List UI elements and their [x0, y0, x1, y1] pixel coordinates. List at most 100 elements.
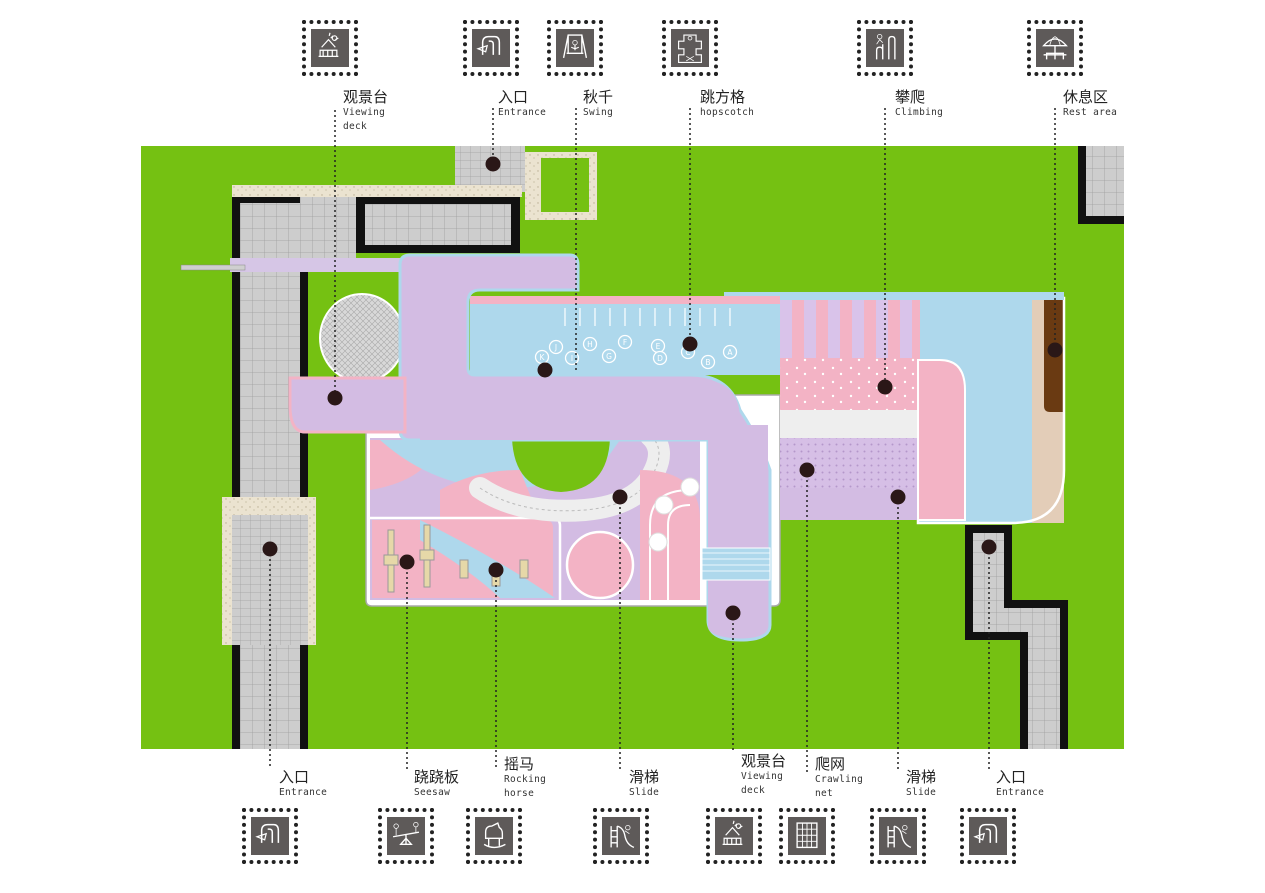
callout-label-en: Seesaw — [414, 787, 451, 798]
seesaw-icon — [387, 817, 425, 855]
hopscotch-letter: E — [656, 342, 661, 351]
left-walkway — [240, 203, 300, 749]
callout-label-en: Swing — [583, 107, 614, 118]
viewing-deck-icon — [311, 29, 349, 67]
marker-dots — [262, 156, 1063, 621]
hopscotch-ticks — [564, 308, 731, 326]
swing-icon — [556, 29, 594, 67]
callout-label-cn: 滑梯 — [906, 768, 937, 786]
hopscotch-letter: C — [685, 348, 690, 357]
hopscotch-circle — [722, 344, 738, 360]
hopscotch-letter: G — [606, 352, 612, 361]
hopscotch-letter: K — [540, 353, 546, 362]
callout-icon-box — [547, 20, 603, 76]
hopscotch-circle — [652, 350, 668, 366]
hopscotch-letter: B — [705, 358, 710, 367]
callout-label-en: net — [815, 788, 834, 799]
callout-icon-box — [466, 808, 522, 864]
callout-label-cn: 滑梯 — [629, 768, 660, 786]
slide-icon — [602, 817, 640, 855]
callout-icon-box — [302, 20, 358, 76]
climbing-icon — [866, 29, 904, 67]
callout-label-en: deck — [741, 785, 766, 796]
crawling-net-icon — [788, 817, 826, 855]
callout-label-en: Crawling — [815, 774, 864, 785]
hopscotch-letter: I — [571, 354, 573, 363]
callout-label-en: Slide — [906, 787, 937, 798]
callout-label-cn: 攀爬 — [895, 88, 926, 106]
callout-label-en: Entrance — [279, 787, 328, 798]
entrance-icon — [472, 29, 510, 67]
callout-icon-box — [593, 808, 649, 864]
callout-label-cn: 跷跷板 — [414, 768, 460, 786]
hopscotch-icon — [671, 29, 709, 67]
callout-icon-box — [870, 808, 926, 864]
hopscotch-letter: H — [587, 340, 593, 349]
entrance-icon — [251, 817, 289, 855]
callout-label-en: hopscotch — [700, 107, 755, 118]
rest-area-icon — [1036, 29, 1074, 67]
climbing-pad — [780, 358, 920, 410]
right-walkway — [973, 533, 1060, 749]
callout-label-en: Entrance — [996, 787, 1045, 798]
callout-icon-box — [960, 808, 1016, 864]
hopscotch-circle — [617, 334, 633, 350]
hopscotch-circle — [700, 354, 716, 370]
callout-label-en: horse — [504, 788, 535, 799]
callout-label-en: Climbing — [895, 107, 944, 118]
circle-play-pad — [565, 530, 635, 600]
callout-label-en: Entrance — [498, 107, 547, 118]
leader-lines — [269, 108, 1056, 772]
hopscotch-letter: D — [657, 354, 663, 363]
top-walkway — [365, 204, 511, 245]
callout-label-cn: 观景台 — [343, 88, 389, 106]
callout-label-en: deck — [343, 121, 368, 132]
callout-icon-box — [779, 808, 835, 864]
callout-label-cn: 秋千 — [583, 88, 614, 106]
rocking-horse-icon — [475, 817, 513, 855]
callout-icon-box — [378, 808, 434, 864]
callout-label-cn: 摇马 — [504, 755, 535, 773]
callout-icon-box — [242, 808, 298, 864]
hopscotch-circle — [601, 348, 617, 364]
lawn-cutout — [512, 438, 610, 492]
callout-icon-box — [706, 808, 762, 864]
callout-label-en: Viewing — [741, 771, 784, 782]
callout-label-en: Rocking — [504, 774, 547, 785]
crawling-net — [780, 438, 920, 488]
callout-icon-box — [1027, 20, 1083, 76]
hopscotch-letter: A — [727, 348, 733, 357]
callout-label-cn: 休息区 — [1063, 88, 1109, 106]
climbing-stripes — [780, 298, 920, 358]
slide-icon — [879, 817, 917, 855]
viewing-deck-icon — [715, 817, 753, 855]
entrance-icon — [969, 817, 1007, 855]
callout-label-en: Viewing — [343, 107, 386, 118]
callout-label-cn: 跳方格 — [700, 88, 746, 106]
hopscotch-circle — [582, 336, 598, 352]
callout-label-cn: 观景台 — [741, 752, 787, 770]
callout-label-cn: 入口 — [279, 768, 310, 786]
callout-icon-box — [463, 20, 519, 76]
hopscotch-letter: F — [623, 338, 627, 347]
callout-label-cn: 入口 — [498, 88, 529, 106]
callout-icon-box — [857, 20, 913, 76]
callout-label-cn: 爬网 — [815, 755, 846, 773]
callout-label-cn: 入口 — [996, 768, 1027, 786]
gravel-pad — [319, 293, 405, 383]
callout-icon-box — [662, 20, 718, 76]
